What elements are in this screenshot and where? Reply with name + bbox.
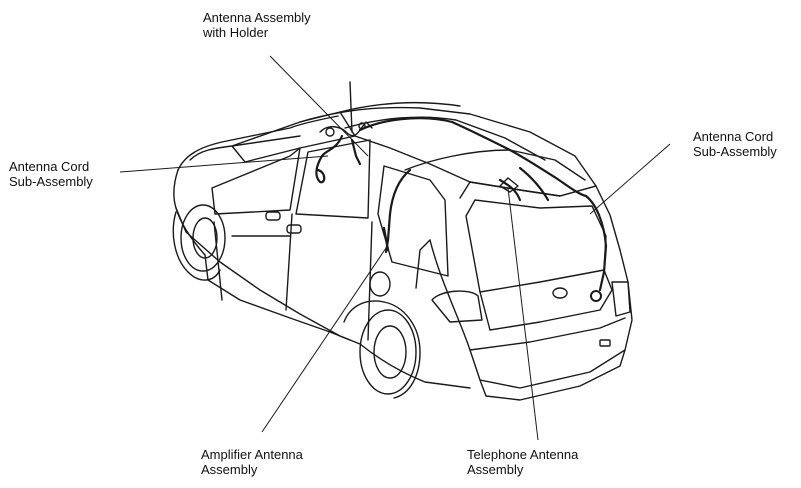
leader-antenna-holder xyxy=(269,55,369,157)
label-line: Antenna Cord xyxy=(693,129,774,144)
label-line: Amplifier Antenna xyxy=(201,447,303,462)
label-line: with Holder xyxy=(203,25,269,40)
label-antenna-assembly-with-holder: Antenna Assembly with Holder xyxy=(203,10,311,40)
label-line: Sub-Assembly xyxy=(693,144,777,159)
leader-cord-right xyxy=(589,143,671,215)
telephone-antenna-icon xyxy=(499,177,519,193)
leader-telephone xyxy=(507,187,539,441)
leader-cord-left xyxy=(119,155,329,173)
label-line: Antenna Cord xyxy=(9,159,90,174)
label-telephone-antenna: Telephone Antenna Assembly xyxy=(467,447,578,477)
label-line: Telephone Antenna xyxy=(467,447,579,462)
label-line: Antenna Assembly xyxy=(203,10,311,25)
label-line: Sub-Assembly xyxy=(9,174,93,189)
label-antenna-cord-right: Antenna Cord Sub-Assembly xyxy=(693,129,777,159)
label-line: Assembly xyxy=(201,462,258,477)
label-line: Assembly xyxy=(467,462,524,477)
vehicle-body xyxy=(172,101,633,401)
leader-lines xyxy=(119,55,671,441)
label-antenna-cord-left: Antenna Cord Sub-Assembly xyxy=(9,159,93,189)
leader-amplifier xyxy=(261,247,387,433)
antenna-cables xyxy=(315,117,608,302)
label-amplifier-antenna: Amplifier Antenna Assembly xyxy=(201,447,303,477)
